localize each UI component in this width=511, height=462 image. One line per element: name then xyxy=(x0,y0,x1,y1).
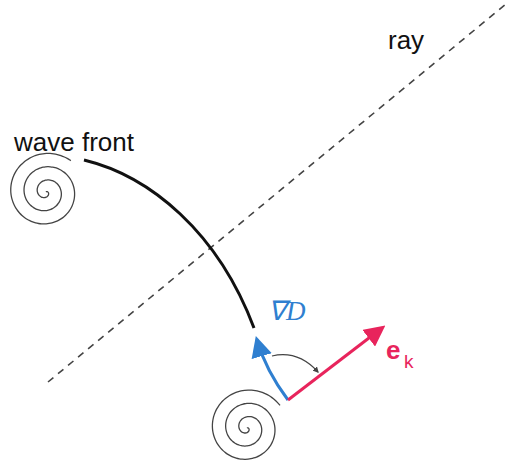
ray-label: ray xyxy=(386,26,426,55)
vector-subscript: k xyxy=(402,352,416,373)
unit-vector-arrow xyxy=(288,328,382,400)
gradient-arrow xyxy=(257,340,288,400)
spiral-core xyxy=(212,390,280,459)
ray-line xyxy=(48,4,506,382)
wave-front-label: wave front xyxy=(12,128,136,157)
angle-arc xyxy=(272,355,318,372)
vector-symbol: e xyxy=(384,336,402,365)
gradient-symbol: ∇D xyxy=(266,297,308,327)
spiral-core xyxy=(11,153,75,224)
wave-front-curve xyxy=(84,160,254,328)
